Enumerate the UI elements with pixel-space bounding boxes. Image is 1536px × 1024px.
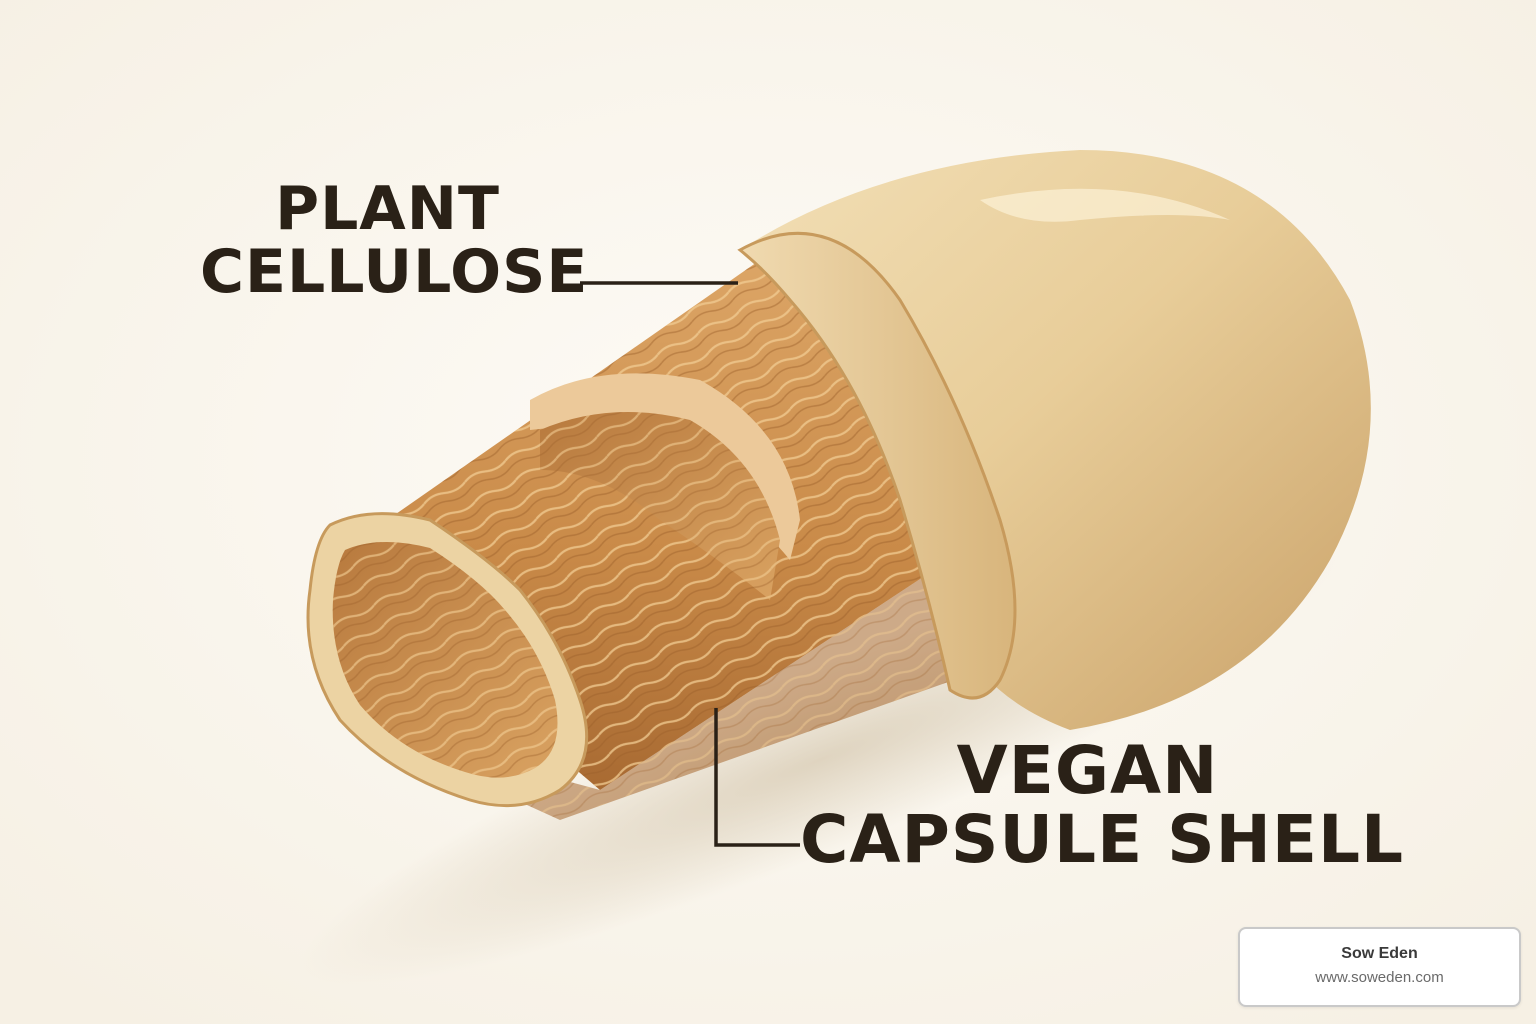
plant-cellulose-label-line2: CELLULOSE	[200, 237, 589, 307]
vegan-capsule-leader-line	[714, 708, 800, 847]
credit-name: Sow Eden	[1341, 945, 1418, 962]
vegan-capsule-shell-label-line1: VEGAN	[956, 732, 1219, 809]
capsule-cap	[737, 150, 1371, 730]
vegan-capsule-shell-label-line2: CAPSULE SHELL	[800, 801, 1405, 879]
vegan-capsule-shell-label: VEGAN CAPSULE SHELL	[800, 732, 1405, 879]
credit-url[interactable]: www.soweden.com	[1315, 969, 1444, 986]
plant-cellulose-label: PLANT CELLULOSE	[200, 174, 589, 307]
inner-layer	[530, 373, 800, 600]
tube-opening	[306, 512, 589, 808]
credit-box: Sow Eden www.soweden.com	[1238, 927, 1521, 1007]
plant-cellulose-label-line1: PLANT	[275, 174, 500, 244]
